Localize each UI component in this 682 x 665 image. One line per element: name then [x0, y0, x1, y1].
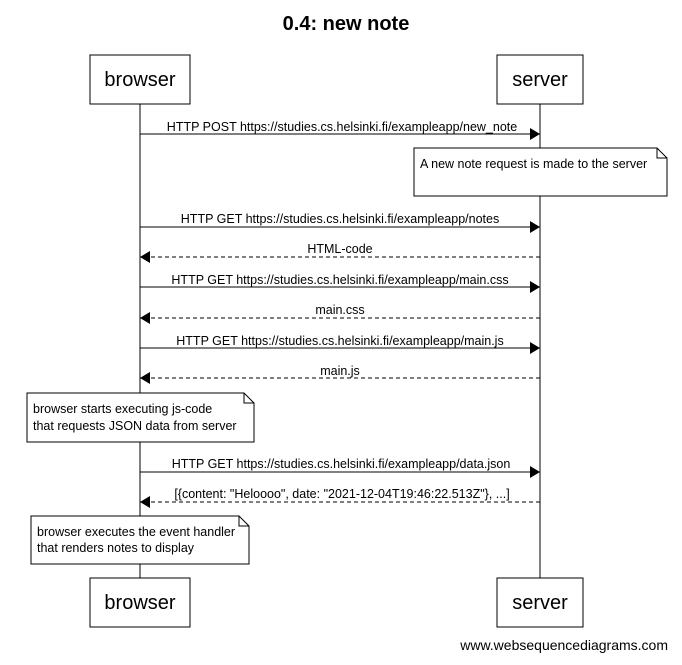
message-label: HTTP GET https://studies.cs.helsinki.fi/…	[171, 273, 508, 287]
actor-browser-label: browser	[104, 592, 175, 614]
message-html-code: HTML-code	[140, 242, 540, 263]
message-post-new-note: HTTP POST https://studies.cs.helsinki.fi…	[140, 120, 540, 140]
message-label: HTTP GET https://studies.cs.helsinki.fi/…	[172, 457, 511, 471]
note-line: that requests JSON data from server	[33, 419, 237, 433]
note-browser-renders-notes: browser executes the event handler that …	[30, 515, 250, 565]
actor-browser-bottom: browser	[89, 577, 191, 628]
actor-browser-label: browser	[104, 69, 175, 91]
actor-server-label: server	[512, 592, 568, 614]
message-label: [{content: "Heloooo", date: "2021-12-04T…	[174, 487, 509, 501]
watermark-footer: www.websequencediagrams.com	[459, 637, 668, 653]
actor-server-bottom: server	[496, 577, 584, 628]
diagram-title: 0.4: new note	[283, 13, 410, 35]
message-label: HTTP POST https://studies.cs.helsinki.fi…	[167, 120, 517, 134]
note-line: that renders notes to display	[37, 541, 195, 555]
message-label: HTTP GET https://studies.cs.helsinki.fi/…	[181, 212, 499, 226]
note-line: A new note request is made to the server	[420, 157, 647, 171]
message-get-main-css: HTTP GET https://studies.cs.helsinki.fi/…	[140, 273, 540, 293]
message-label: HTML-code	[307, 242, 372, 256]
actor-server-label: server	[512, 69, 568, 91]
note-line: browser executes the event handler	[37, 525, 235, 539]
message-label: main.js	[320, 364, 360, 378]
note-browser-executes-js: browser starts executing js-code that re…	[26, 392, 255, 443]
message-json-response: [{content: "Heloooo", date: "2021-12-04T…	[140, 487, 540, 508]
note-line: browser starts executing js-code	[33, 402, 212, 416]
actor-server-top: server	[496, 54, 584, 105]
message-get-main-js: HTTP GET https://studies.cs.helsinki.fi/…	[140, 334, 540, 354]
message-get-notes: HTTP GET https://studies.cs.helsinki.fi/…	[140, 212, 540, 233]
message-label: main.css	[315, 303, 364, 317]
actor-browser-top: browser	[89, 54, 191, 105]
message-label: HTTP GET https://studies.cs.helsinki.fi/…	[176, 334, 503, 348]
message-main-css: main.css	[140, 303, 540, 324]
note-server-new-note: A new note request is made to the server	[413, 147, 668, 197]
message-main-js: main.js	[140, 364, 540, 384]
message-get-data-json: HTTP GET https://studies.cs.helsinki.fi/…	[140, 457, 540, 478]
